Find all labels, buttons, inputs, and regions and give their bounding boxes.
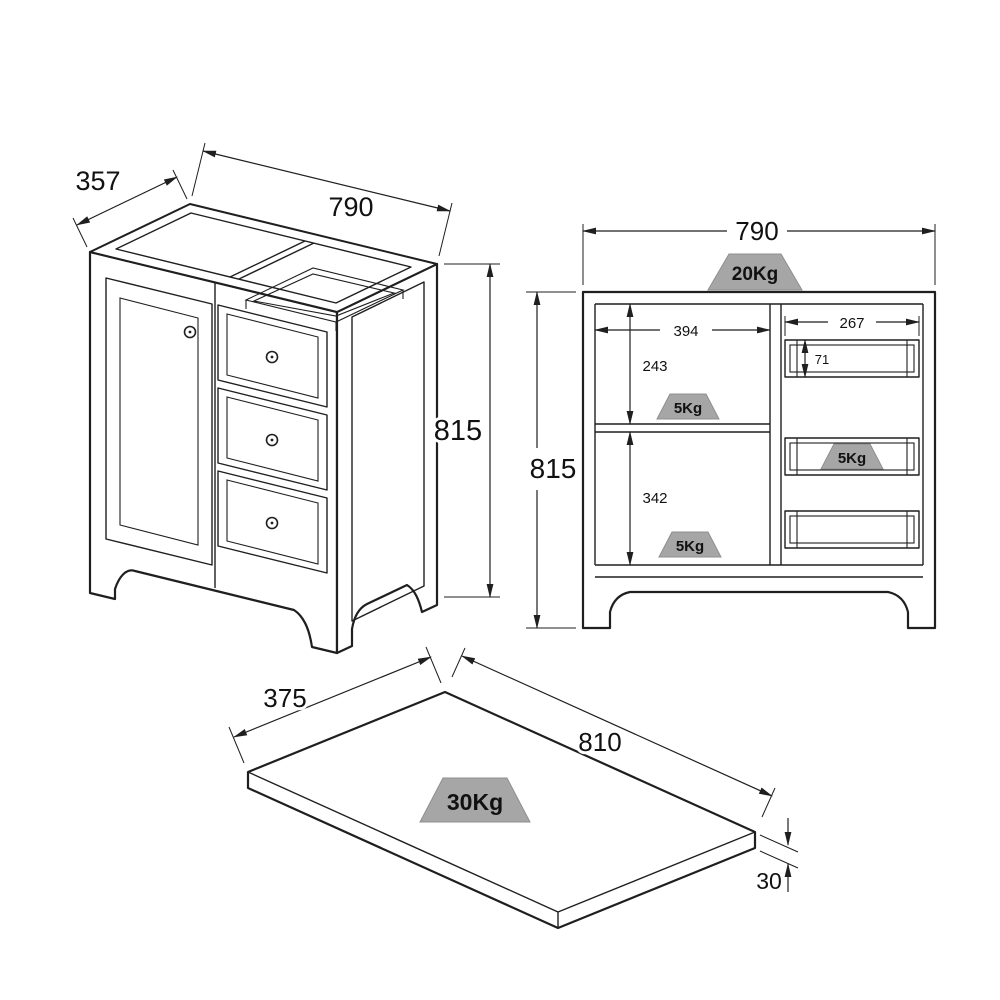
panel-load-label: 30Kg	[447, 789, 503, 815]
front-view: 790 815 20Kg 394 243 342 267 71 5Kg 5Kg	[526, 213, 937, 630]
drawer-box-2	[784, 437, 920, 476]
drawer-height-label: 71	[815, 352, 829, 367]
drawer-box-3	[784, 510, 920, 549]
drawer-box-1-hardware	[796, 340, 908, 377]
drawer-panel-3	[226, 479, 319, 565]
vertical-divider	[769, 304, 782, 565]
drawer-front-3	[217, 470, 328, 574]
drawer-box-1-inner	[789, 344, 915, 373]
upper-shelf-load-label: 5Kg	[674, 400, 702, 417]
lower-shelf-load-badge	[658, 531, 722, 558]
upper-shelf-load-badge	[656, 393, 720, 420]
side-panel-frame	[351, 281, 425, 622]
extension-line	[451, 647, 466, 678]
panel-width-label: 810	[578, 727, 621, 757]
drawer-width-label: 267	[839, 315, 864, 332]
lower-shelf-load-label: 5Kg	[676, 538, 704, 555]
shelf	[595, 423, 770, 433]
drawer-box-3-hardware	[796, 511, 908, 548]
iso-height-label: 815	[434, 415, 482, 447]
left-width-label: 394	[673, 323, 698, 340]
panel-depth-label: 375	[263, 683, 306, 713]
dim-line-width	[461, 655, 773, 797]
panel-edges	[247, 771, 756, 928]
dim-line-depth	[76, 176, 178, 226]
inner-walls	[594, 303, 924, 578]
top-load-label: 20Kg	[732, 264, 778, 285]
top-load-badge	[707, 253, 803, 291]
iso-depth-label: 357	[75, 166, 120, 196]
extension-line	[759, 850, 799, 869]
extension-line	[72, 217, 88, 248]
iso-width-label: 790	[328, 192, 373, 222]
door-panel	[119, 297, 199, 546]
drawer-load-label: 5Kg	[838, 450, 866, 467]
drawer-panel-1	[226, 313, 319, 399]
drawer-box-2-inner	[789, 442, 915, 471]
door-knob-dot	[188, 330, 192, 334]
drawer-front-1	[217, 304, 328, 408]
isometric-view: 357 790 815	[72, 142, 500, 655]
dim-line-width	[202, 150, 451, 212]
front-height-label: 815	[530, 453, 577, 484]
drawer-box-2-hardware	[796, 438, 908, 475]
top-divider	[229, 240, 315, 280]
extension-line	[438, 202, 453, 257]
drawer-load-badge	[820, 443, 884, 470]
lower-height-label: 342	[642, 490, 667, 507]
panel-thickness-label: 30	[756, 868, 782, 894]
extension-line	[759, 834, 799, 853]
drawer-knob-dot-2	[270, 438, 274, 442]
extension-line	[172, 169, 188, 200]
cabinet-side-face	[335, 262, 439, 655]
drawer-knob-dot-3	[270, 521, 274, 525]
dim-line-depth	[233, 656, 432, 738]
drawer-box-3-inner	[789, 515, 915, 544]
drawer-front-2	[217, 387, 328, 491]
cabinet-front-face	[88, 250, 339, 655]
drawer-knob-dot-1	[270, 355, 274, 359]
extension-line	[425, 646, 442, 684]
upper-height-label: 243	[642, 358, 667, 375]
front-width-label: 790	[735, 216, 778, 246]
top-panel-view: 375 810 30 30Kg	[228, 646, 799, 930]
panel-load-badge	[419, 777, 531, 823]
drawer-box-rim	[244, 267, 405, 331]
cabinet-door	[105, 277, 213, 566]
extension-line	[228, 726, 245, 764]
drawer-panel-2	[226, 396, 319, 482]
drawer-box-1	[784, 339, 920, 378]
